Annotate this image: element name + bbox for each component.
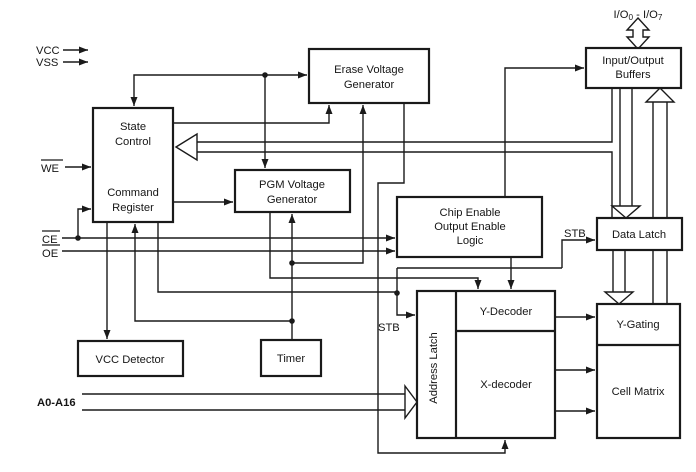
signal-labels: VCC VSS WE CE OE STB STB A0-A16 I/O0 - I…	[36, 9, 663, 409]
block-data-latch	[595, 216, 684, 252]
ceoe-to-io-buffers	[504, 64, 584, 197]
address-bus-arrow	[82, 383, 418, 421]
block-pgm-voltage-generator	[233, 168, 352, 214]
block-erase-voltage-generator	[307, 47, 431, 105]
io-buffers-label-2: Buffers	[615, 69, 651, 81]
block-chip-enable-output-enable-logic	[395, 195, 544, 259]
erase-generator-label-1: Erase Voltage	[334, 64, 404, 76]
erase-to-x-decoder	[377, 103, 509, 454]
timer-to-state-control	[131, 224, 292, 322]
ceoe-logic-label-1: Chip Enable	[440, 207, 501, 219]
timer-label: Timer	[277, 353, 305, 365]
block-timer	[259, 338, 323, 378]
we-label: WE	[41, 163, 59, 175]
stb-to-address-latch	[396, 268, 415, 319]
ceoe-logic-label-2: Output Enable	[434, 221, 506, 233]
io-bus-label: I/O0 - I/O7	[614, 9, 663, 22]
address-latch-label: Address Latch	[428, 332, 440, 404]
pgm-to-y-decoder	[269, 212, 482, 289]
bus-arrow-io-to-data-latch	[610, 88, 642, 219]
state-control-label-1: State	[120, 121, 146, 133]
state-to-stb-junction	[157, 222, 397, 293]
ce-label: CE	[42, 234, 58, 246]
y-decoder-label: Y-Decoder	[480, 306, 533, 318]
command-register-label-1: Command	[107, 187, 159, 199]
block-labels: State Control Command Register Erase Vol…	[95, 55, 666, 404]
x-decoder-label: X-decoder	[480, 379, 532, 391]
block-vcc-detector	[76, 339, 185, 378]
ce-branch-state-control	[77, 205, 91, 238]
stb-to-data-latch	[561, 236, 595, 268]
pgm-generator-label-1: PGM Voltage	[259, 179, 325, 191]
oe-label: OE	[42, 248, 58, 260]
junction-dots	[75, 72, 400, 324]
io-bidirectional-arrow	[625, 16, 651, 51]
block-y-gating-cell-matrix	[595, 302, 682, 440]
vss-label: VSS	[36, 57, 58, 69]
ceoe-logic-label-3: Logic	[457, 235, 484, 247]
blocks	[76, 46, 684, 440]
y-gating-label: Y-Gating	[616, 319, 659, 331]
io-buffers-label-1: Input/Output	[602, 55, 664, 67]
address-bus-label: A0-A16	[37, 397, 76, 409]
state-control-label-2: Control	[115, 136, 151, 148]
bus-arrows	[82, 16, 676, 421]
block-input-output-buffers	[584, 46, 683, 90]
bus-arrow-into-state-control	[174, 88, 613, 218]
bus-arrow-y-gating-to-io	[644, 87, 676, 304]
timer-to-erase	[292, 105, 367, 264]
stb-label-data-latch: STB	[564, 228, 586, 240]
data-latch-label: Data Latch	[612, 229, 666, 241]
net-top-to-state-control	[130, 74, 265, 106]
pgm-generator-label-2: Generator	[267, 194, 318, 206]
command-register-label-2: Register	[112, 202, 154, 214]
state-to-erase	[173, 105, 333, 124]
cell-matrix-label: Cell Matrix	[612, 386, 665, 398]
bus-arrow-data-latch-to-y-gating	[603, 250, 635, 305]
stb-label-address-latch: STB	[378, 322, 400, 334]
block-state-control	[91, 106, 175, 224]
erase-generator-label-2: Generator	[344, 79, 395, 91]
vcc-detector-label: VCC Detector	[95, 354, 164, 366]
vcc-label: VCC	[36, 45, 60, 57]
block-address-latch-decoders	[415, 289, 557, 440]
